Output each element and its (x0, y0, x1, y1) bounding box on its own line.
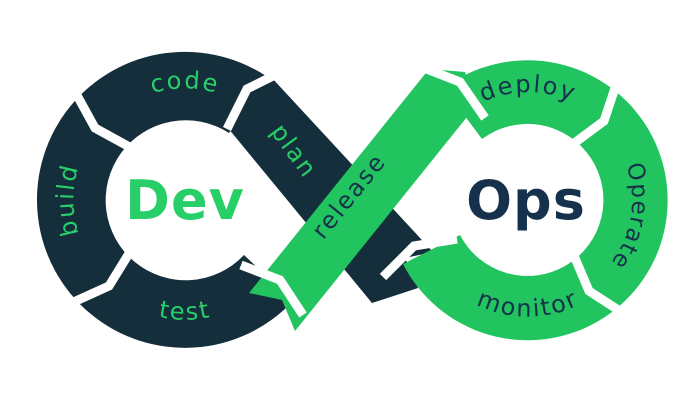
chevron-cut-operate-monitor (567, 249, 629, 319)
chevron-cuts (65, 61, 629, 319)
chevron-cut-build-code (69, 85, 138, 154)
chevron-cut-test-release (239, 260, 307, 318)
chevron-cut-deploy-operate (566, 77, 623, 151)
test-label-text: test (157, 295, 211, 326)
release-ribbon (249, 69, 475, 331)
dev-title: Dev (125, 169, 245, 232)
chevron-cut-monitor-plan (379, 234, 458, 281)
chevron-cut-release-deploy (417, 61, 489, 121)
ops-title: Ops (466, 169, 586, 232)
chevron-cut-plan-code (222, 66, 286, 132)
chevron-cut-build-test (65, 244, 137, 310)
test-label: test (157, 295, 213, 326)
plan-ribbon (228, 78, 433, 303)
ops-ring (403, 60, 668, 341)
